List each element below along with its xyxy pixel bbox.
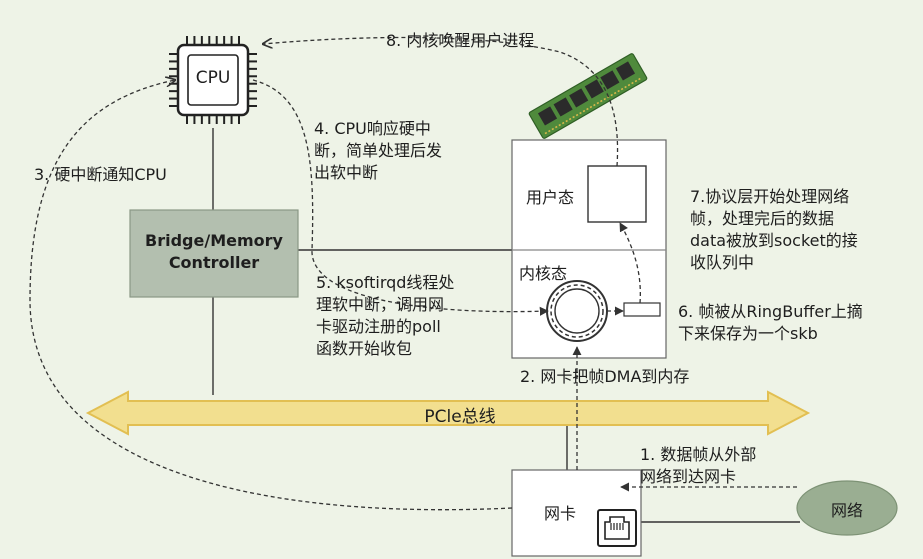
- cpu-chip-icon: [169, 36, 257, 124]
- arrow-step-3: [29, 80, 513, 511]
- network-ellipse: [796, 480, 898, 536]
- nic-label: 网卡: [544, 504, 577, 523]
- step-8-label: 8. 内核唤醒用户进程: [386, 31, 535, 50]
- dashed-flow-arrows: [29, 36, 797, 511]
- ring-buffer-icon: [546, 280, 608, 342]
- arrow-step-4-5: [252, 79, 549, 316]
- cpu-label: CPU: [195, 68, 231, 88]
- arrow-step-7: [619, 222, 641, 304]
- step-4-label: 4. CPU响应硬中 断，简单处理后发 出软中断: [314, 119, 443, 182]
- arrow-step-8: [263, 36, 619, 167]
- step-7-label: 7.协议层开始处理网络 帧，处理完后的数据 data被放到socket的接 收队…: [690, 187, 858, 272]
- user-mode-label: 用户态: [526, 188, 575, 207]
- skb-box: [623, 302, 661, 317]
- socket-queue-box: [587, 165, 647, 223]
- pcie-bus-arrow: [85, 390, 811, 436]
- ethernet-port-icon: [597, 509, 637, 547]
- pcie-bus-label: PCle总线: [424, 407, 496, 427]
- bridge-controller-label: Bridge/Memory Controller: [145, 231, 283, 272]
- step-5-label: 5. ksoftirqd线程处 理软中断，调用网 卡驱动注册的poll 函数开始…: [316, 273, 455, 358]
- bridge-memory-controller-box: [129, 209, 299, 298]
- memory-stick-icon: [528, 53, 648, 139]
- step-2-label: 2. 网卡把帧DMA到内存: [520, 367, 690, 386]
- step-6-label: 6. 帧被从RingBuffer上摘 下来保存为一个skb: [678, 302, 863, 343]
- kernel-mode-label: 内核态: [519, 264, 568, 283]
- step-3-label: 3. 硬中断通知CPU: [34, 165, 167, 184]
- network-label: 网络: [830, 501, 863, 520]
- step-1-label: 1. 数据帧从外部 网络到达网卡: [640, 445, 757, 486]
- solid-connectors: [212, 128, 800, 523]
